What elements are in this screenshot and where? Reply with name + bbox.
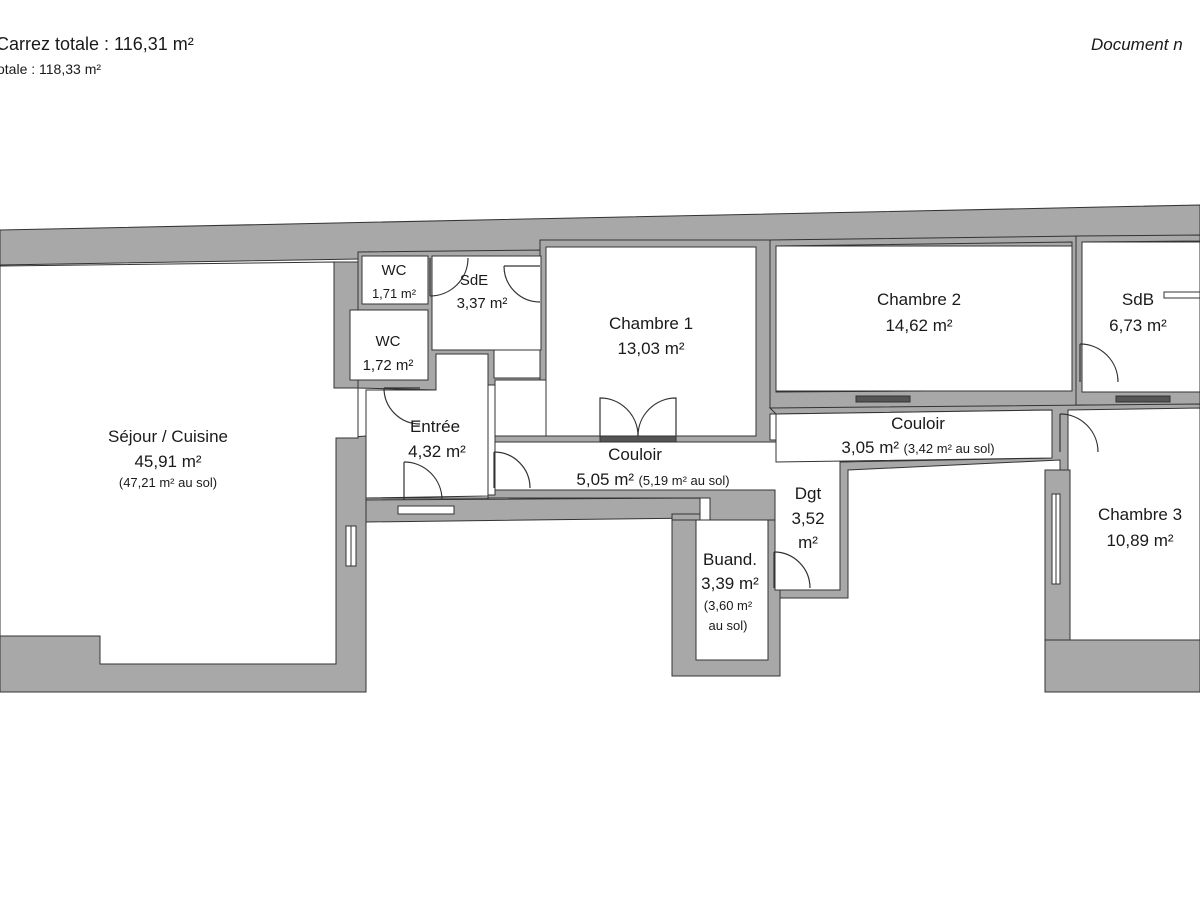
- entree-name: Entrée: [410, 417, 460, 436]
- doors: [383, 257, 1119, 589]
- document-note: Document n: [1091, 35, 1183, 54]
- chambre3-name: Chambre 3: [1098, 505, 1182, 524]
- buand-top-wall: [671, 513, 701, 521]
- entree-area: 4,32 m²: [408, 442, 466, 461]
- dgt-area-number: 3,52: [791, 509, 824, 528]
- wc2-area: 1,72 m²: [363, 357, 414, 374]
- wc2-name: WC: [376, 333, 401, 350]
- door-sde: [503, 265, 541, 303]
- door-chambre1: [599, 397, 677, 437]
- sdb-name: SdB: [1122, 290, 1154, 309]
- dgt-area-unit: m²: [798, 533, 818, 552]
- chambre2-name: Chambre 2: [877, 290, 961, 309]
- couloir2-floor-area: (3,42 m² au sol): [904, 441, 995, 456]
- couloir1-floor-area: (5,19 m² au sol): [639, 473, 730, 488]
- entree-floor: [365, 353, 489, 499]
- window-entree: [397, 505, 455, 515]
- couloir1-name: Couloir: [608, 445, 662, 464]
- carrez-total-label: Carrez totale : 116,31 m²: [0, 34, 194, 54]
- sde-name: SdE: [460, 272, 488, 289]
- window-chambre1: [599, 435, 677, 443]
- chambre1-name: Chambre 1: [609, 314, 693, 333]
- sde-floor: [431, 255, 542, 351]
- room-interiors: [0, 241, 1200, 665]
- sejour-floor: [0, 261, 359, 665]
- wc1-area: 1,71 m²: [372, 286, 417, 301]
- chambre3-area: 10,89 m²: [1106, 531, 1173, 550]
- window-sdb-side: [1163, 291, 1200, 299]
- windows: [345, 291, 1200, 585]
- window-chambre2: [855, 395, 911, 403]
- door-wc1: [429, 257, 469, 297]
- sde-area: 3,37 m²: [457, 295, 508, 312]
- buand-area: 3,39 m²: [701, 574, 759, 593]
- door-sdb: [1079, 343, 1119, 383]
- couloir2-area-line: 3,05 m² (3,42 m² au sol): [841, 438, 994, 457]
- wc1-floor: [361, 255, 429, 305]
- buand-floor: [695, 519, 769, 661]
- sdb-area: 6,73 m²: [1109, 316, 1167, 335]
- buand-floor-area-2: au sol): [708, 618, 747, 633]
- door-couloir2: [1059, 413, 1099, 453]
- chambre1-area: 13,03 m²: [617, 339, 684, 358]
- chambre2-area: 14,62 m²: [885, 316, 952, 335]
- chambre1-stub: [494, 379, 547, 437]
- door-buand: [773, 551, 811, 589]
- door-couloir1: [493, 451, 531, 489]
- window-sdb: [1115, 395, 1171, 403]
- sejour-floor-area: (47,21 m² au sol): [119, 475, 217, 490]
- chambre3-floor: [1067, 407, 1200, 641]
- door-wc2: [383, 387, 421, 425]
- couloir2-floor: [775, 409, 1053, 463]
- sdb-floor: [1081, 241, 1200, 393]
- total-surface-label: otale : 118,33 m²: [0, 61, 102, 77]
- buand-floor-area-1: (3,60 m²: [704, 598, 753, 613]
- couloir2-area: 3,05 m²: [841, 438, 899, 457]
- sejour-name: Séjour / Cuisine: [108, 427, 228, 446]
- couloir2-name: Couloir: [891, 414, 945, 433]
- room-labels: WC 1,71 m² SdE 3,37 m² WC 1,72 m² Chambr…: [108, 262, 1182, 633]
- couloir1-area-line: 5,05 m² (5,19 m² au sol): [576, 470, 729, 489]
- couloir1-area: 5,05 m²: [576, 470, 634, 489]
- chambre1-floor: [545, 246, 757, 437]
- door-entree: [403, 461, 443, 501]
- dgt-name: Dgt: [795, 484, 822, 503]
- sejour-area: 45,91 m²: [134, 452, 201, 471]
- chambre2-floor: [775, 245, 1073, 392]
- wc2-floor: [349, 309, 429, 381]
- buand-name: Buand.: [703, 550, 757, 569]
- wc1-name: WC: [382, 262, 407, 279]
